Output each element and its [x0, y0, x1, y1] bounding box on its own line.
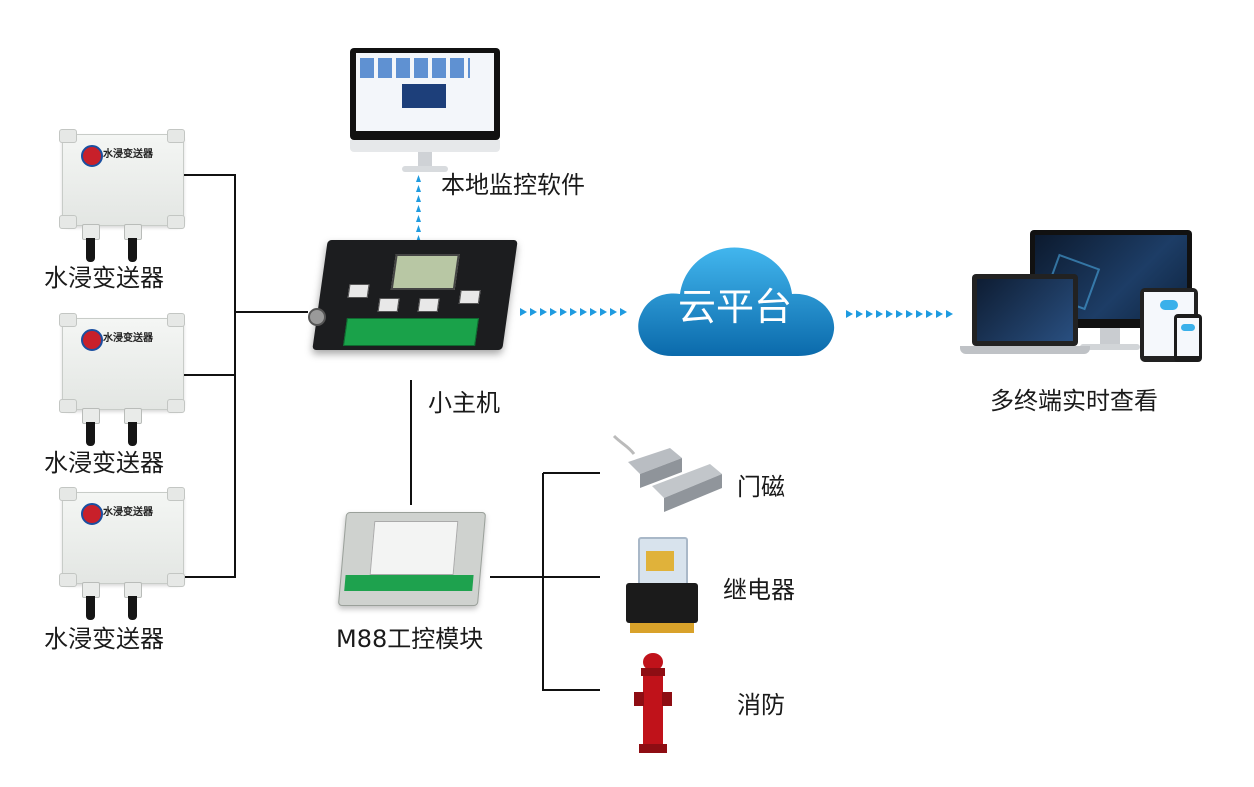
door-magnet-icon	[612, 432, 724, 514]
arrow-head	[550, 308, 557, 316]
arrows-to-terminals	[846, 310, 953, 318]
brand-logo-icon	[81, 503, 103, 525]
arrow-head	[926, 310, 933, 318]
arrow-head	[416, 225, 421, 232]
arrow-head	[896, 310, 903, 318]
arrow-head	[416, 175, 421, 182]
desktop-monitor-icon	[350, 48, 500, 176]
sensor-badge-text: 水浸变送器	[103, 507, 153, 518]
water-sensor-1: 水浸变送器	[59, 128, 192, 263]
water-sensor-3: 水浸变送器	[59, 486, 192, 621]
arrow-head	[520, 308, 527, 316]
relay-label: 继电器	[723, 576, 795, 604]
arrow-head	[416, 215, 421, 222]
terminals-label: 多终端实时查看	[990, 387, 1158, 415]
brand-logo-icon	[81, 145, 103, 167]
arrow-head	[600, 308, 607, 316]
sensor-badge-text: 水浸变送器	[103, 149, 153, 160]
arrow-head	[590, 308, 597, 316]
cloud-label: 云平台	[677, 285, 792, 329]
terminal-devices-icon	[960, 230, 1202, 362]
arrow-head	[946, 310, 953, 318]
arrow-head	[530, 308, 537, 316]
host-label: 小主机	[428, 389, 500, 417]
sensor-label-1: 水浸变送器	[44, 264, 164, 292]
module-io-line	[490, 472, 600, 691]
water-sensor-2: 水浸变送器	[59, 312, 192, 447]
arrow-head	[916, 310, 923, 318]
local-software-label: 本地监控软件	[441, 171, 585, 199]
arrow-head	[856, 310, 863, 318]
arrow-head	[610, 308, 617, 316]
arrow-head	[560, 308, 567, 316]
arrows-to-software	[416, 165, 421, 242]
arrow-head	[846, 310, 853, 318]
sensor-label-2: 水浸变送器	[44, 449, 164, 477]
arrow-head	[886, 310, 893, 318]
arrow-head	[876, 310, 883, 318]
sensor-label-3: 水浸变送器	[44, 625, 164, 653]
antenna-connector-icon	[308, 308, 326, 326]
sensor-bus-line	[180, 174, 308, 578]
terminal-block	[343, 318, 479, 346]
door-magnet-label: 门磁	[737, 473, 785, 501]
arrows-to-cloud	[520, 308, 627, 316]
arrow-head	[906, 310, 913, 318]
relay-icon	[622, 537, 702, 635]
arrow-head	[540, 308, 547, 316]
arrow-head	[416, 185, 421, 192]
module-label: M88工控模块	[336, 625, 484, 653]
arrow-head	[620, 308, 627, 316]
brand-logo-icon	[81, 329, 103, 351]
m88-module-icon	[337, 512, 487, 606]
arrow-head	[416, 205, 421, 212]
arrow-head	[866, 310, 873, 318]
arrow-head	[570, 308, 577, 316]
cloud-icon: 云平台	[632, 230, 838, 360]
sensor-badge-text: 水浸变送器	[103, 333, 153, 344]
fire-hydrant-icon	[630, 652, 676, 754]
fire-label: 消防	[737, 691, 785, 719]
arrow-head	[580, 308, 587, 316]
arrow-head	[416, 195, 421, 202]
arrow-head	[936, 310, 943, 318]
